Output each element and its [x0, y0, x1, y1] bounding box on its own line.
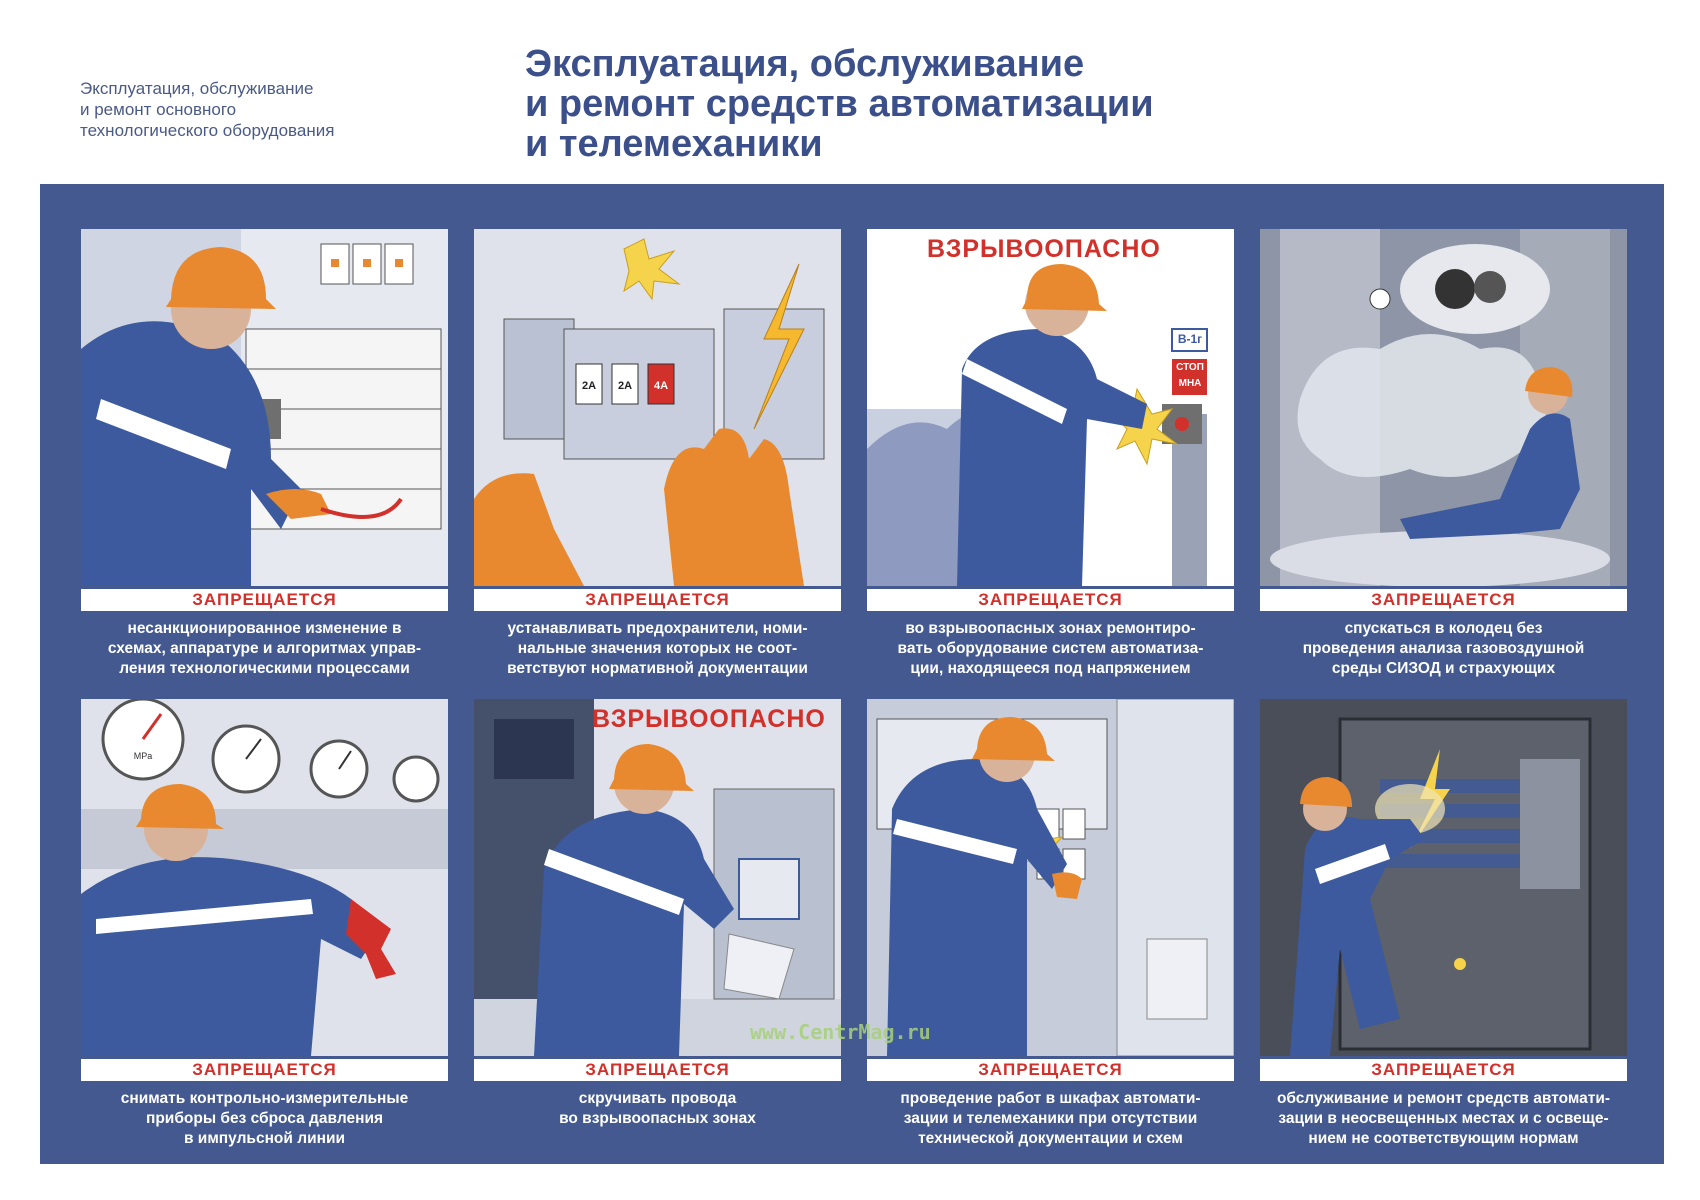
panel-5-illustration: MPa: [81, 699, 448, 1056]
panel-7-description: проведение работ в шкафах автомати- заци…: [900, 1090, 1201, 1147]
panel-4: ЗАПРЕЩАЕТСЯ спускаться в колодец без про…: [1260, 229, 1627, 679]
panel-4-illustration: [1260, 229, 1627, 586]
poster-board: ЗАПРЕЩАЕТСЯ несанкционированное изменени…: [40, 184, 1664, 1164]
explosive-warning-text: ВЗРЫВООПАСНО: [592, 705, 826, 733]
gauge-unit-label: MPa: [134, 751, 153, 761]
fuse-3-label: 4A: [654, 380, 668, 392]
panel-6: ВЗРЫВООПАСНО ЗАПРЕЩАЕТСЯ скручивать пров…: [474, 699, 841, 1129]
panel-3-forbidden-label: ЗАПРЕЩАЕТСЯ: [867, 589, 1234, 611]
panel-2-description: устанавливать предохранители, номи- наль…: [507, 620, 808, 677]
panel-3-description: во взрывоопасных зонах ремонтиро- вать о…: [897, 620, 1204, 677]
panel-1-description: несанкционированное изменение в схемах, …: [107, 620, 422, 677]
panel-3: ВЗРЫВООПАСНО В-1г СТОП МНА ЗАПРЕЩАЕТСЯ в…: [867, 229, 1234, 679]
panel-1: ЗАПРЕЩАЕТСЯ несанкционированное изменени…: [81, 229, 448, 679]
panel-4-description: спускаться в колодец без проведения анал…: [1302, 620, 1585, 677]
explosive-warning-text: ВЗРЫВООПАСНО: [927, 235, 1161, 263]
panel-7: ЗАПРЕЩАЕТСЯ проведение работ в шкафах ав…: [867, 699, 1234, 1149]
panel-7-illustration: [867, 699, 1234, 1056]
panel-5-forbidden-label: ЗАПРЕЩАЕТСЯ: [81, 1059, 448, 1081]
panel-2: 2A 2A 4A ЗАПРЕЩАЕТСЯ устанавливать предо…: [474, 229, 841, 679]
fuse-2-label: 2A: [618, 380, 632, 392]
panel-5-description: снимать контрольно-измерительные приборы…: [120, 1090, 409, 1147]
panel-6-description: скручивать провода во взрывоопасных зона…: [559, 1090, 756, 1127]
watermark-text: www.CentrMag.ru: [750, 1020, 931, 1044]
panel-8-illustration: [1260, 699, 1627, 1056]
panel-2-forbidden-label: ЗАПРЕЩАЕТСЯ: [474, 589, 841, 611]
panel-2-illustration: 2A 2A 4A: [474, 229, 841, 586]
zone-sign-label: В-1г: [1177, 332, 1203, 346]
panel-5: MPa ЗАПРЕЩАЕТСЯ снимать контрольно-измер…: [81, 699, 448, 1149]
header-subtitle: Эксплуатация, обслуживание и ремонт осно…: [80, 79, 335, 140]
panel-6-illustration: ВЗРЫВООПАСНО: [474, 699, 841, 1056]
panel-8: ЗАПРЕЩАЕТСЯ обслуживание и ремонт средст…: [1260, 699, 1627, 1149]
panel-7-forbidden-label: ЗАПРЕЩАЕТСЯ: [867, 1059, 1234, 1081]
panel-1-illustration: [81, 229, 448, 586]
panel-8-description: обслуживание и ремонт средств автомати- …: [1276, 1090, 1611, 1147]
stop-sign-label: СТОП МНА: [1176, 362, 1204, 389]
panel-6-forbidden-label: ЗАПРЕЩАЕТСЯ: [474, 1059, 841, 1081]
fuse-1-label: 2A: [582, 380, 596, 392]
panel-3-illustration: ВЗРЫВООПАСНО В-1г СТОП МНА: [867, 229, 1234, 586]
panel-8-forbidden-label: ЗАПРЕЩАЕТСЯ: [1260, 1059, 1627, 1081]
panel-4-forbidden-label: ЗАПРЕЩАЕТСЯ: [1260, 589, 1627, 611]
panel-1-forbidden-label: ЗАПРЕЩАЕТСЯ: [81, 589, 448, 611]
page-title: Эксплуатация, обслуживание и ремонт сред…: [525, 43, 1154, 165]
